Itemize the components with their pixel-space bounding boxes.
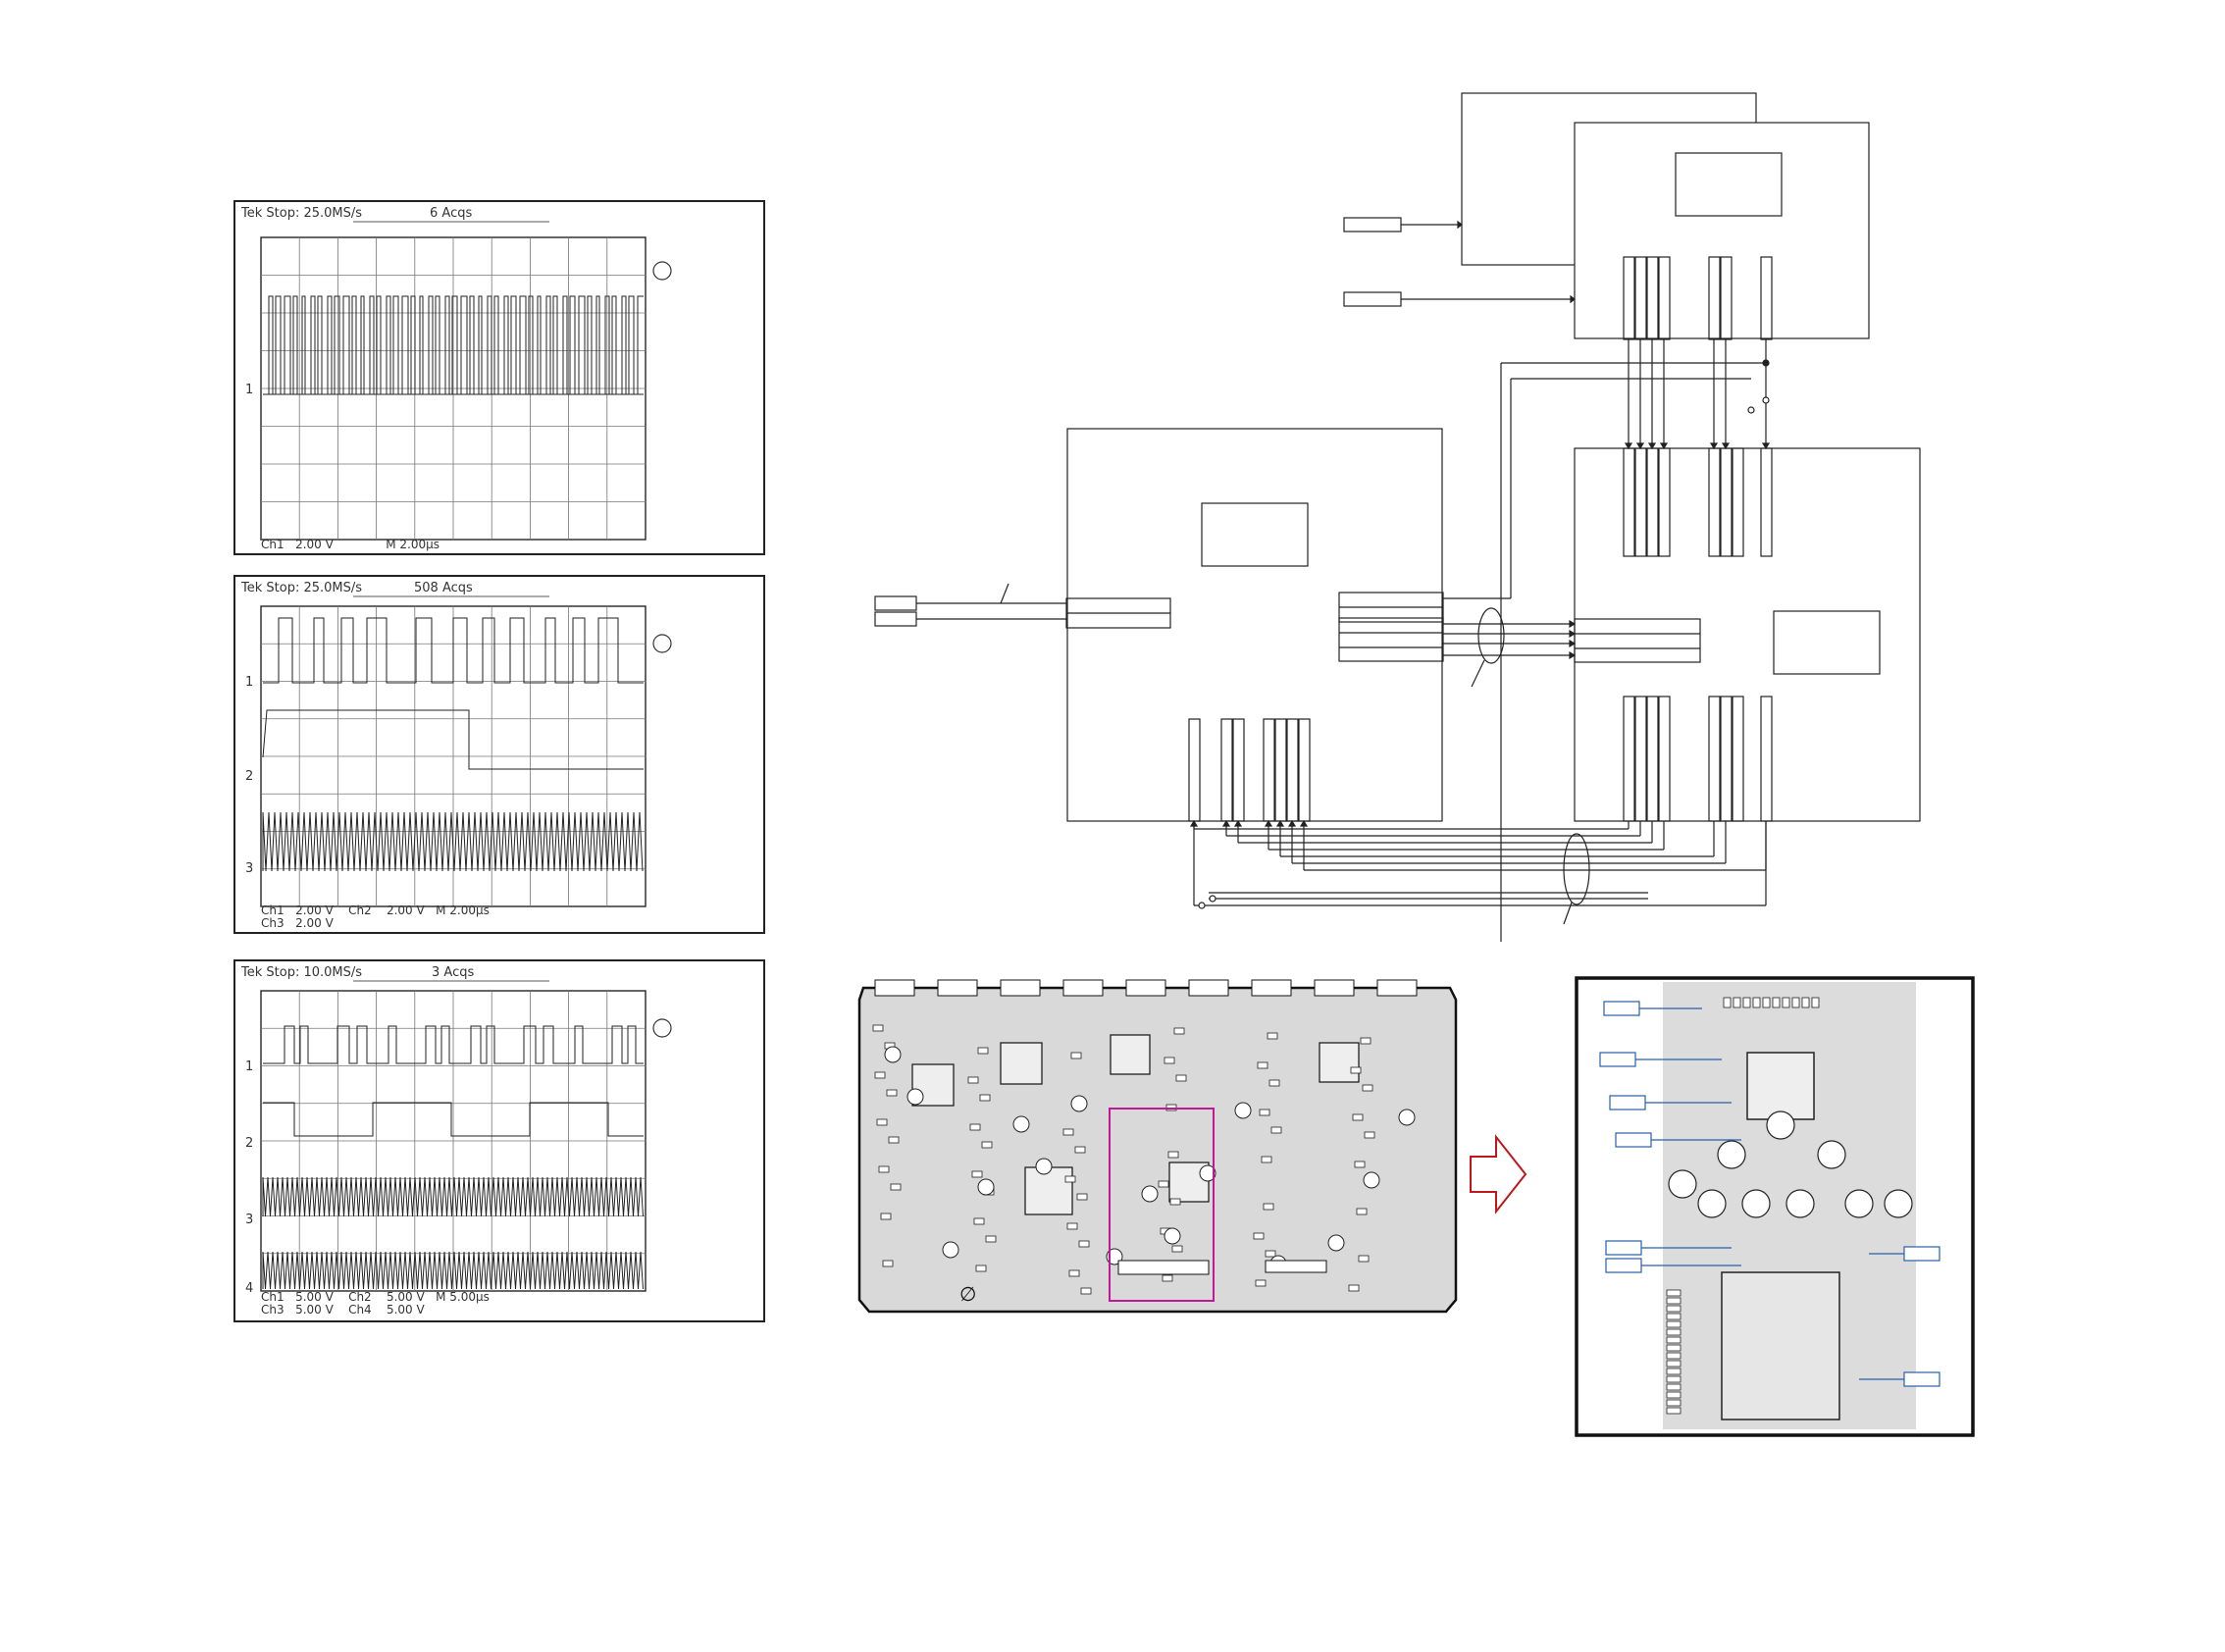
scope-3-footer-2: Ch3 5.00 V Ch4 5.00 V [261,1304,425,1316]
tag-upper-2 [1344,292,1401,306]
scope-panel-2: Tek Stop: 25.0MS/s 508 Acqs 1 2 3 Ch1 2.… [233,575,765,934]
scope-2-footer-2: Ch3 2.00 V [261,917,334,930]
block-main-right [1575,448,1920,821]
block-main-left [1067,429,1442,821]
block-main-right-chip [1774,611,1880,674]
scope-1-graticule [235,202,763,553]
block-diagram [863,78,1942,942]
scope-panel-3: Tek Stop: 10.0MS/s 3 Acqs 1 2 3 4 Ch1 5.… [233,959,765,1322]
scope-1-marker-circle [653,262,671,280]
tag-left-2 [875,612,916,626]
block-upper-front [1575,123,1869,338]
scope-1-footer: Ch1 2.00 V M 2.00µs [261,539,440,551]
pcb-board-overview: ∅ [854,966,1462,1319]
scope-2-graticule [235,577,763,932]
scope-3-marker-circle [653,1019,671,1037]
tag-upper-1 [1344,218,1401,232]
tag-left-1 [875,596,916,610]
pcb-zoom-panel [1575,976,1975,1437]
zoom-arrow-icon [1467,1133,1530,1216]
scope-3-graticule [235,961,763,1320]
scope-panel-1: Tek Stop: 25.0MS/s 6 Acqs 1 Ch1 2.00 V M… [233,200,765,555]
scope-2-marker-circle [653,635,671,652]
pcb-ground-symbol: ∅ [959,1282,976,1306]
block-main-left-chip [1202,503,1308,566]
